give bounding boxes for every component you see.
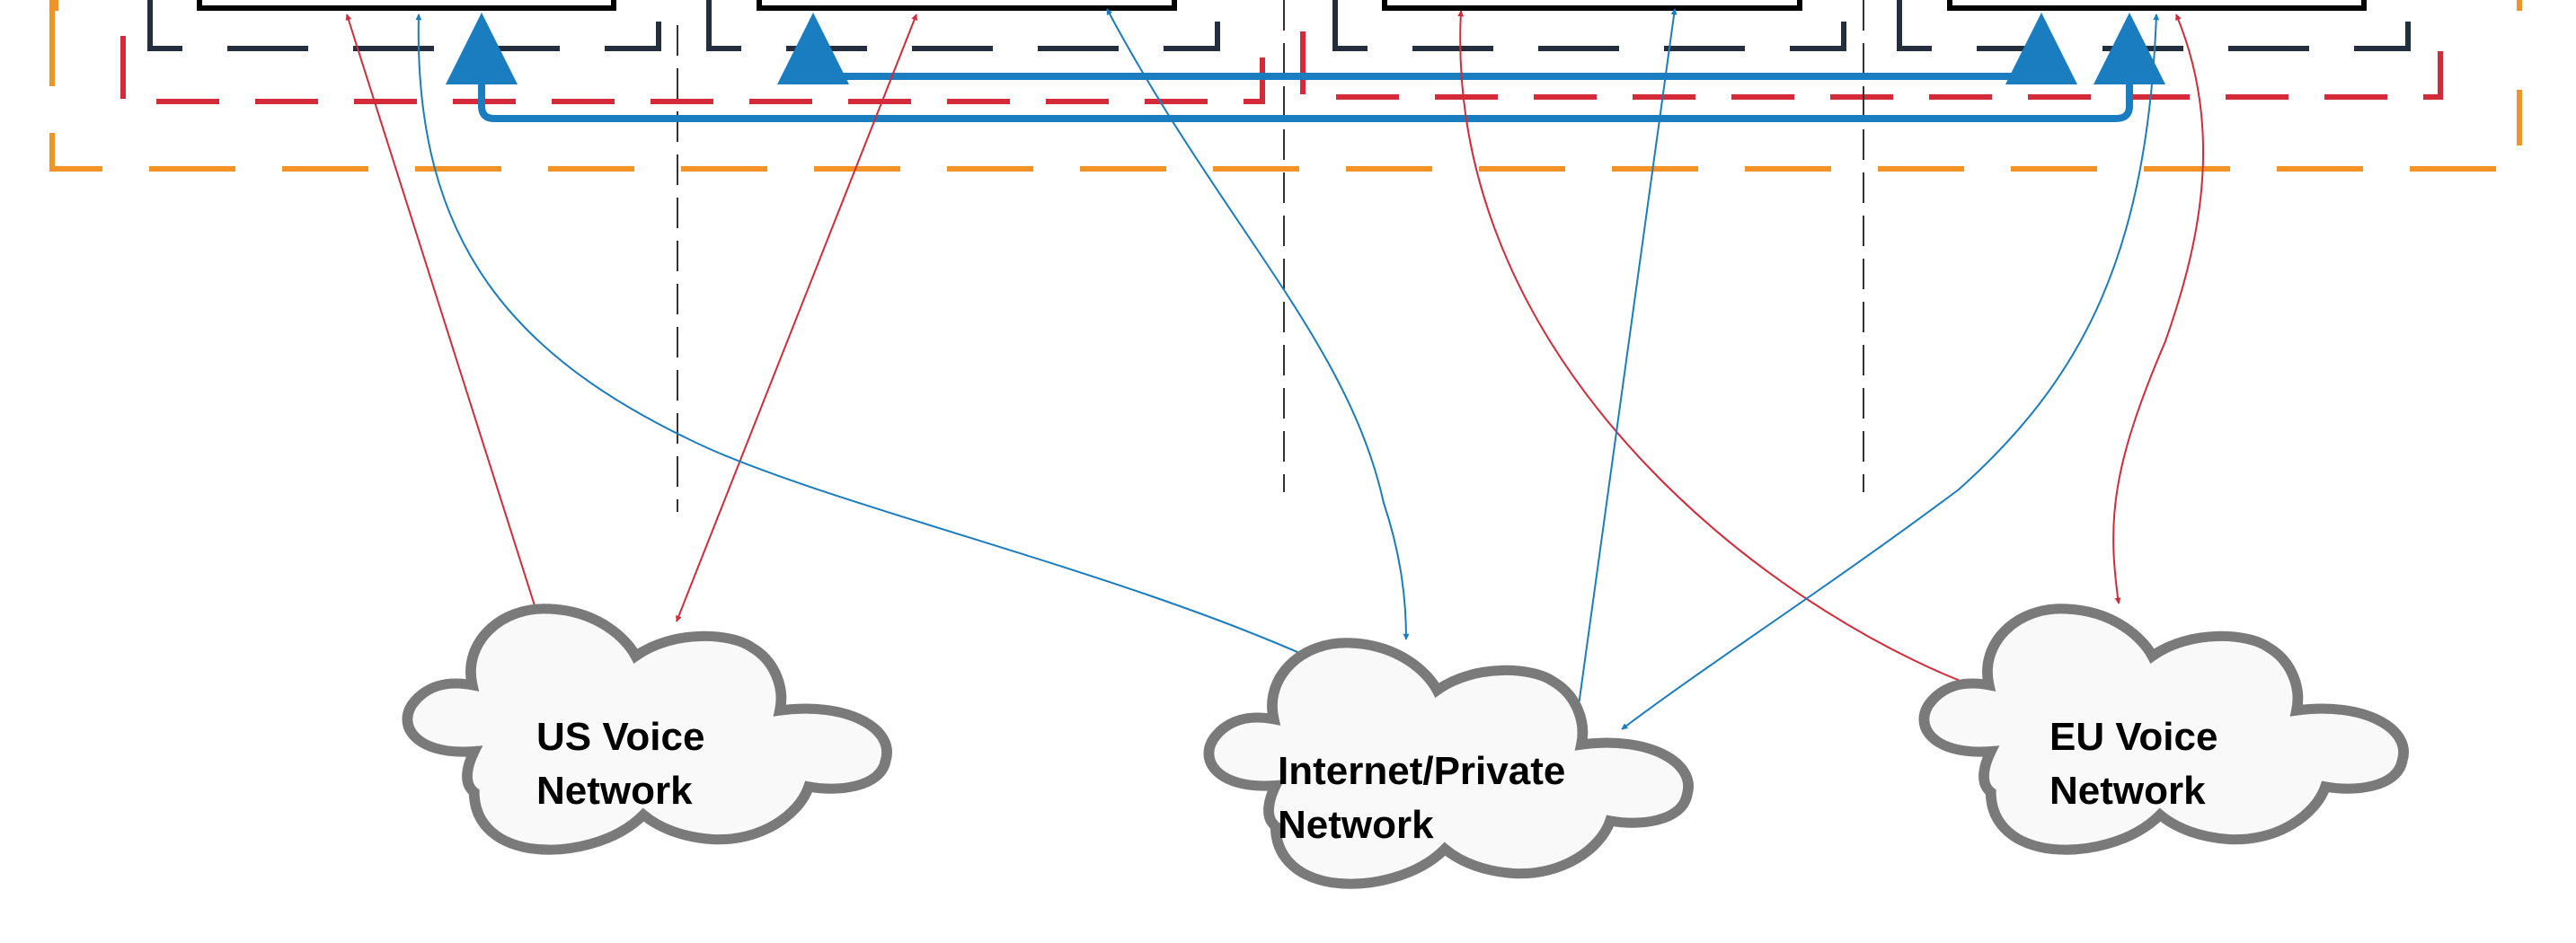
eu-cloud-label-line1: EU Voice bbox=[2049, 715, 2217, 759]
internet-cloud-label-line2: Network bbox=[1278, 803, 1434, 847]
data-link-zone4-internet bbox=[1621, 13, 2160, 730]
data-link-zone1-internet bbox=[415, 13, 1326, 665]
us-region-boundary bbox=[120, 36, 1265, 104]
server-box-3[interactable] bbox=[1382, 0, 1802, 11]
eu-region-boundary bbox=[1300, 31, 2443, 100]
data-link-zone2-internet bbox=[1106, 8, 1410, 640]
voice-link-zone2-us bbox=[676, 13, 917, 622]
eu-cloud-label-line2: Network bbox=[2049, 769, 2206, 813]
us-cloud-label-line2: Network bbox=[536, 769, 693, 813]
cloud-shape bbox=[402, 604, 892, 855]
server-box-4[interactable] bbox=[1947, 0, 2367, 11]
outer-region-boundary bbox=[49, 0, 2522, 172]
server-box-2[interactable] bbox=[757, 0, 1177, 11]
internet-cloud-label-line1: Internet/Private bbox=[1278, 749, 1565, 793]
internet-private-network-cloud[interactable]: Internet/Private Network bbox=[1203, 638, 1694, 889]
us-voice-network-cloud[interactable]: US Voice Network bbox=[402, 604, 892, 855]
eu-voice-network-cloud[interactable]: EU Voice Network bbox=[1918, 604, 2409, 855]
us-cloud-label-line1: US Voice bbox=[536, 715, 704, 759]
voice-link-zone1-us bbox=[345, 13, 541, 621]
cloud-shape bbox=[1918, 604, 2409, 855]
server-box-1[interactable] bbox=[197, 0, 616, 11]
voice-link-zone3-eu bbox=[1457, 10, 1996, 695]
cloud-shape bbox=[1203, 638, 1694, 889]
